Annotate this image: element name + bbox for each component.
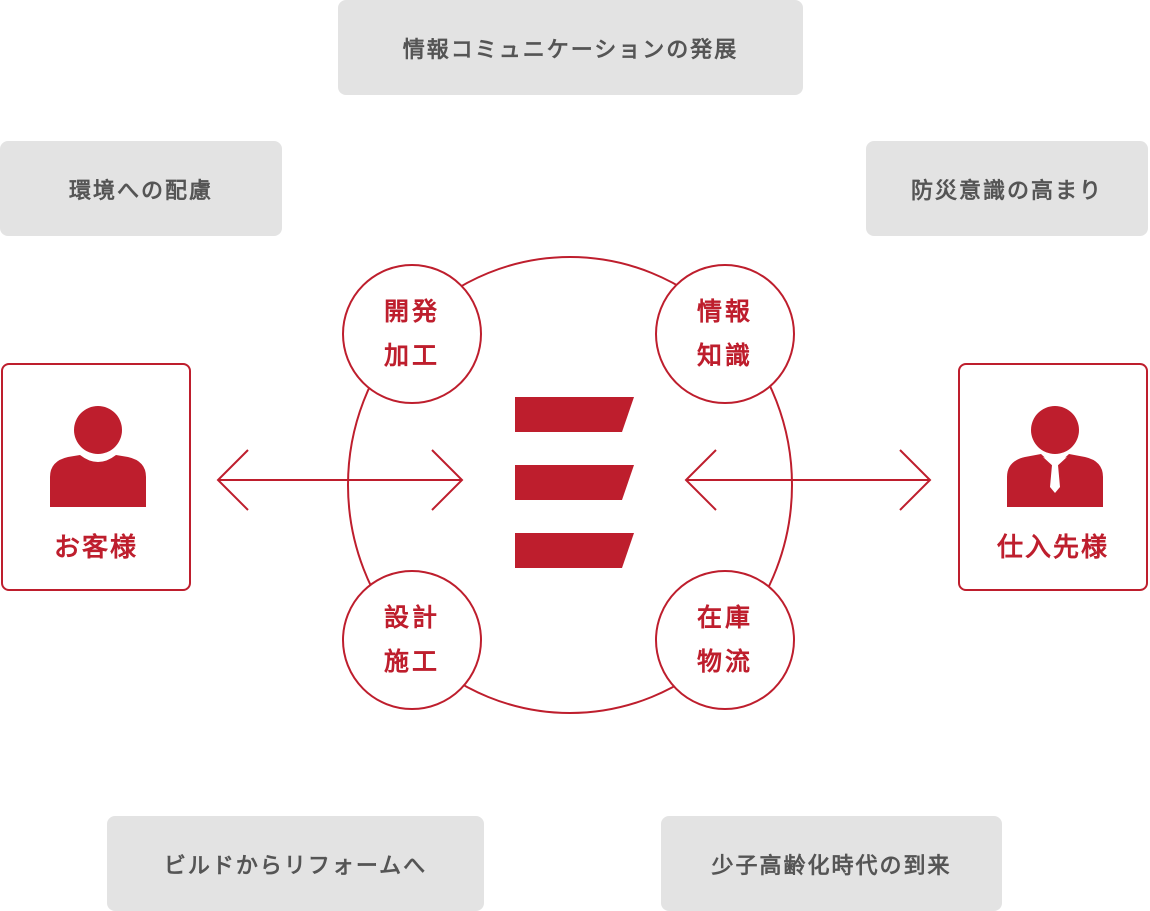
trend-label: ビルドからリフォームへ	[163, 853, 428, 879]
function-line1: 開発	[383, 297, 440, 326]
trend-box-communication: 情報コミュニケーションの発展	[338, 0, 803, 95]
trend-label: 環境への配慮	[68, 178, 213, 204]
function-line1: 在庫	[696, 603, 753, 632]
function-line1: 情報	[696, 297, 753, 326]
function-line1: 設計	[383, 603, 440, 632]
trend-box-aging-society: 少子高齢化時代の到来	[661, 816, 1002, 911]
trend-label: 防災意識の高まり	[910, 178, 1103, 204]
function-design-construction: 設計 施工	[342, 570, 482, 710]
function-line2: 施工	[383, 647, 440, 676]
trend-label: 情報コミュニケーションの発展	[402, 37, 739, 63]
customer-box: お客様	[1, 363, 191, 591]
supplier-arrow	[684, 449, 932, 511]
function-line2: 加工	[383, 341, 440, 370]
trend-box-disaster-prevention: 防災意識の高まり	[866, 141, 1148, 236]
function-line2: 知識	[696, 341, 753, 370]
function-development-processing: 開発 加工	[342, 264, 482, 404]
function-inventory-logistics: 在庫 物流	[655, 570, 795, 710]
company-circle	[347, 256, 793, 714]
person-suit-icon	[1007, 406, 1103, 507]
company-logo	[515, 397, 634, 568]
function-information-knowledge: 情報 知識	[655, 264, 795, 404]
person-icon	[50, 406, 146, 507]
trend-box-reform: ビルドからリフォームへ	[107, 816, 484, 911]
trend-label: 少子高齢化時代の到来	[711, 853, 952, 879]
supplier-box: 仕入先様	[958, 363, 1148, 591]
function-line2: 物流	[696, 647, 753, 676]
customer-label: お客様	[53, 533, 138, 563]
trend-box-environment: 環境への配慮	[0, 141, 282, 236]
supplier-label: 仕入先様	[996, 533, 1109, 563]
customer-arrow	[216, 449, 464, 511]
